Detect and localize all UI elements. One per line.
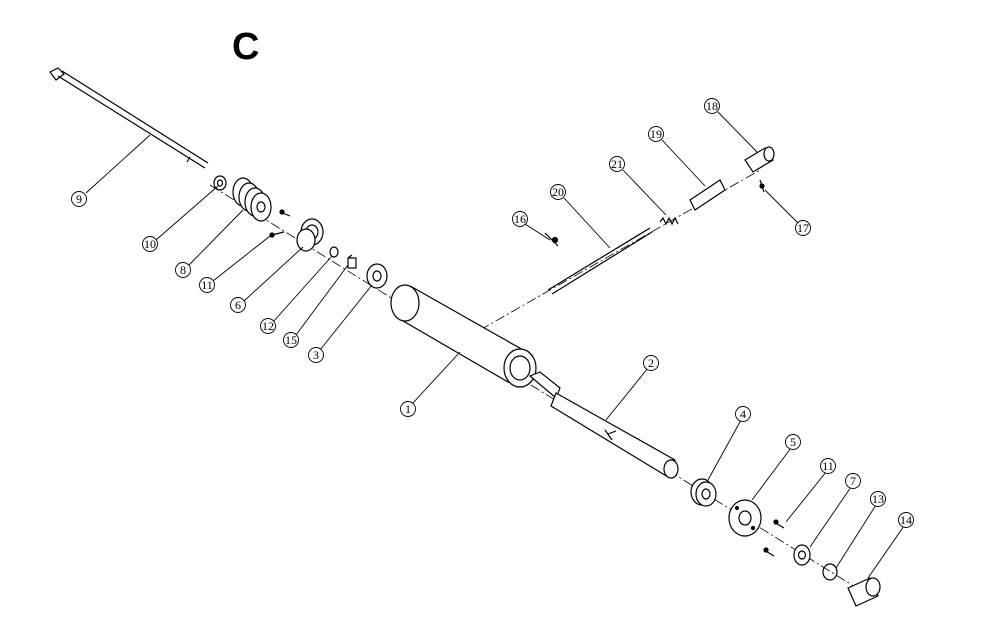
callout-circle-11b: [820, 458, 836, 474]
part-1-housing: [390, 284, 537, 388]
callout-9: 9: [76, 192, 82, 206]
part-13-ring: [822, 563, 838, 581]
callout-circle-13: [870, 491, 886, 507]
part-6-flange: [296, 218, 324, 252]
callout-circle-9: [71, 191, 87, 207]
part-19-sleeve: [689, 179, 726, 211]
callout-circle-16: [512, 211, 528, 227]
callout-circle-12: [260, 318, 276, 334]
part-3-bearing: [366, 263, 388, 289]
callout-circle-17: [795, 220, 811, 236]
callout-12: 12: [262, 319, 274, 333]
callout-11-lower: 11: [822, 459, 834, 473]
callout-circle-3: [308, 347, 324, 363]
callout-circle-14: [898, 512, 914, 528]
callout-15: 15: [285, 333, 297, 347]
callout-17: 17: [797, 221, 809, 235]
callout-circle-19: [648, 126, 664, 142]
callout-circle-1: [400, 401, 416, 417]
callout-circle-2: [643, 355, 659, 371]
part-15-key: [347, 254, 357, 269]
callout-circle-10: [142, 236, 158, 252]
callout-circle-20: [550, 184, 566, 200]
callout-circle-8: [175, 262, 191, 278]
callout-circle-4: [735, 406, 751, 422]
callout-circle-5: [785, 434, 801, 450]
part-16-pin: [544, 232, 559, 247]
callout-4: 4: [740, 407, 746, 421]
leader-lines: [85, 111, 905, 579]
page-title: C: [232, 26, 260, 68]
part-5-flange: [728, 499, 762, 537]
part-20-long-rod: [547, 227, 653, 295]
part-18-cap: [744, 146, 775, 173]
callout-7: 7: [850, 474, 856, 488]
part-7-nut: [793, 544, 811, 566]
callout-21: 21: [611, 157, 623, 171]
callout-16: 16: [514, 212, 526, 226]
callout-circle-7: [845, 473, 861, 489]
callout-6: 6: [235, 298, 241, 312]
callout-labels: 9 10 8 11 6 12 15 3 1 16 20 21 19 18 17 …: [76, 99, 912, 527]
callout-3: 3: [313, 348, 319, 362]
callout-circle-11a: [199, 277, 215, 293]
part-11-screw-upper: [269, 209, 291, 238]
part-14-cap: [847, 577, 881, 607]
part-17-small-pin: [759, 179, 765, 193]
part-4-washer: [690, 478, 717, 507]
callout-circle-6: [230, 297, 246, 313]
part-11-screw-lower: [763, 519, 785, 557]
callout-20: 20: [552, 185, 564, 199]
callout-circle-15: [283, 332, 299, 348]
callout-10: 10: [144, 237, 156, 251]
part-9-rod: [49, 67, 209, 169]
callout-1: 1: [405, 402, 411, 416]
callout-13: 13: [872, 492, 884, 506]
callout-5: 5: [790, 435, 796, 449]
callout-14: 14: [900, 513, 912, 527]
callout-11-upper: 11: [201, 278, 213, 292]
callout-circle-18: [704, 98, 720, 114]
callout-8: 8: [180, 263, 186, 277]
part-8-pulley: [232, 177, 272, 222]
callout-18: 18: [706, 99, 718, 113]
callout-circles: [71, 98, 914, 528]
callout-2: 2: [648, 356, 654, 370]
part-21-spring: [659, 216, 679, 226]
callout-circle-21: [609, 156, 625, 172]
part-12-ring: [329, 246, 339, 258]
callout-19: 19: [650, 127, 662, 141]
part-2-shaft: [528, 371, 679, 479]
